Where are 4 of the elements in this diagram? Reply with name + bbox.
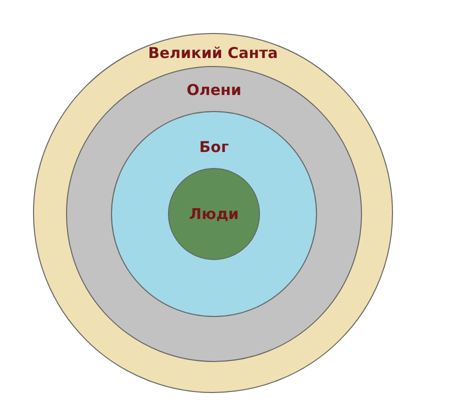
ring-label: Бог (198, 138, 230, 156)
ring-label: Великий Санта (147, 44, 279, 62)
ring-label: Люди (188, 205, 240, 223)
ring-label: Олени (186, 81, 242, 99)
